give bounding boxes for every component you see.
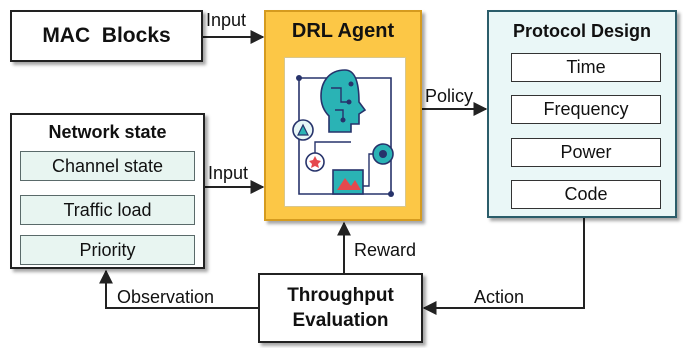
throughput-evaluation-box: Throughput Evaluation (258, 273, 423, 343)
arrow-protocol-to-throughput (422, 218, 585, 315)
ai-agent-illustration (284, 57, 406, 207)
edge-label-policy: Policy (425, 86, 474, 106)
edge-label-input-top: Input (206, 10, 247, 30)
protocol-item-power: Power (511, 138, 661, 167)
edge-label-observation: Observation (117, 287, 215, 307)
protocol-design-title: Protocol Design (512, 21, 651, 41)
mac-blocks-box: MAC Blocks (10, 10, 203, 62)
network-state-title: Network state (48, 122, 167, 142)
protocol-item-time: Time (511, 53, 661, 82)
network-item-channel-state: Channel state (20, 151, 195, 181)
evaluation-label: Evaluation (292, 310, 389, 331)
protocol-item-code: Code (511, 180, 661, 209)
edge-label-input-mid: Input (208, 163, 249, 183)
mac-blocks-label: MAC Blocks (42, 24, 171, 47)
drl-agent-box: DRL Agent (264, 10, 422, 221)
network-item-traffic-load: Traffic load (20, 195, 195, 225)
network-item-priority: Priority (20, 235, 195, 265)
edge-label-action: Action (474, 287, 525, 307)
protocol-design-box: Protocol Design Time Frequency Power Cod… (487, 10, 677, 218)
drl-agent-title: DRL Agent (291, 20, 395, 42)
arrow-throughput-to-network (99, 269, 258, 309)
edge-label-reward: Reward (354, 240, 417, 260)
ai-head-icon (292, 69, 394, 197)
protocol-item-frequency: Frequency (511, 95, 661, 124)
network-state-box: Network state Channel state Traffic load… (10, 113, 205, 269)
throughput-label: Throughput (287, 285, 394, 306)
